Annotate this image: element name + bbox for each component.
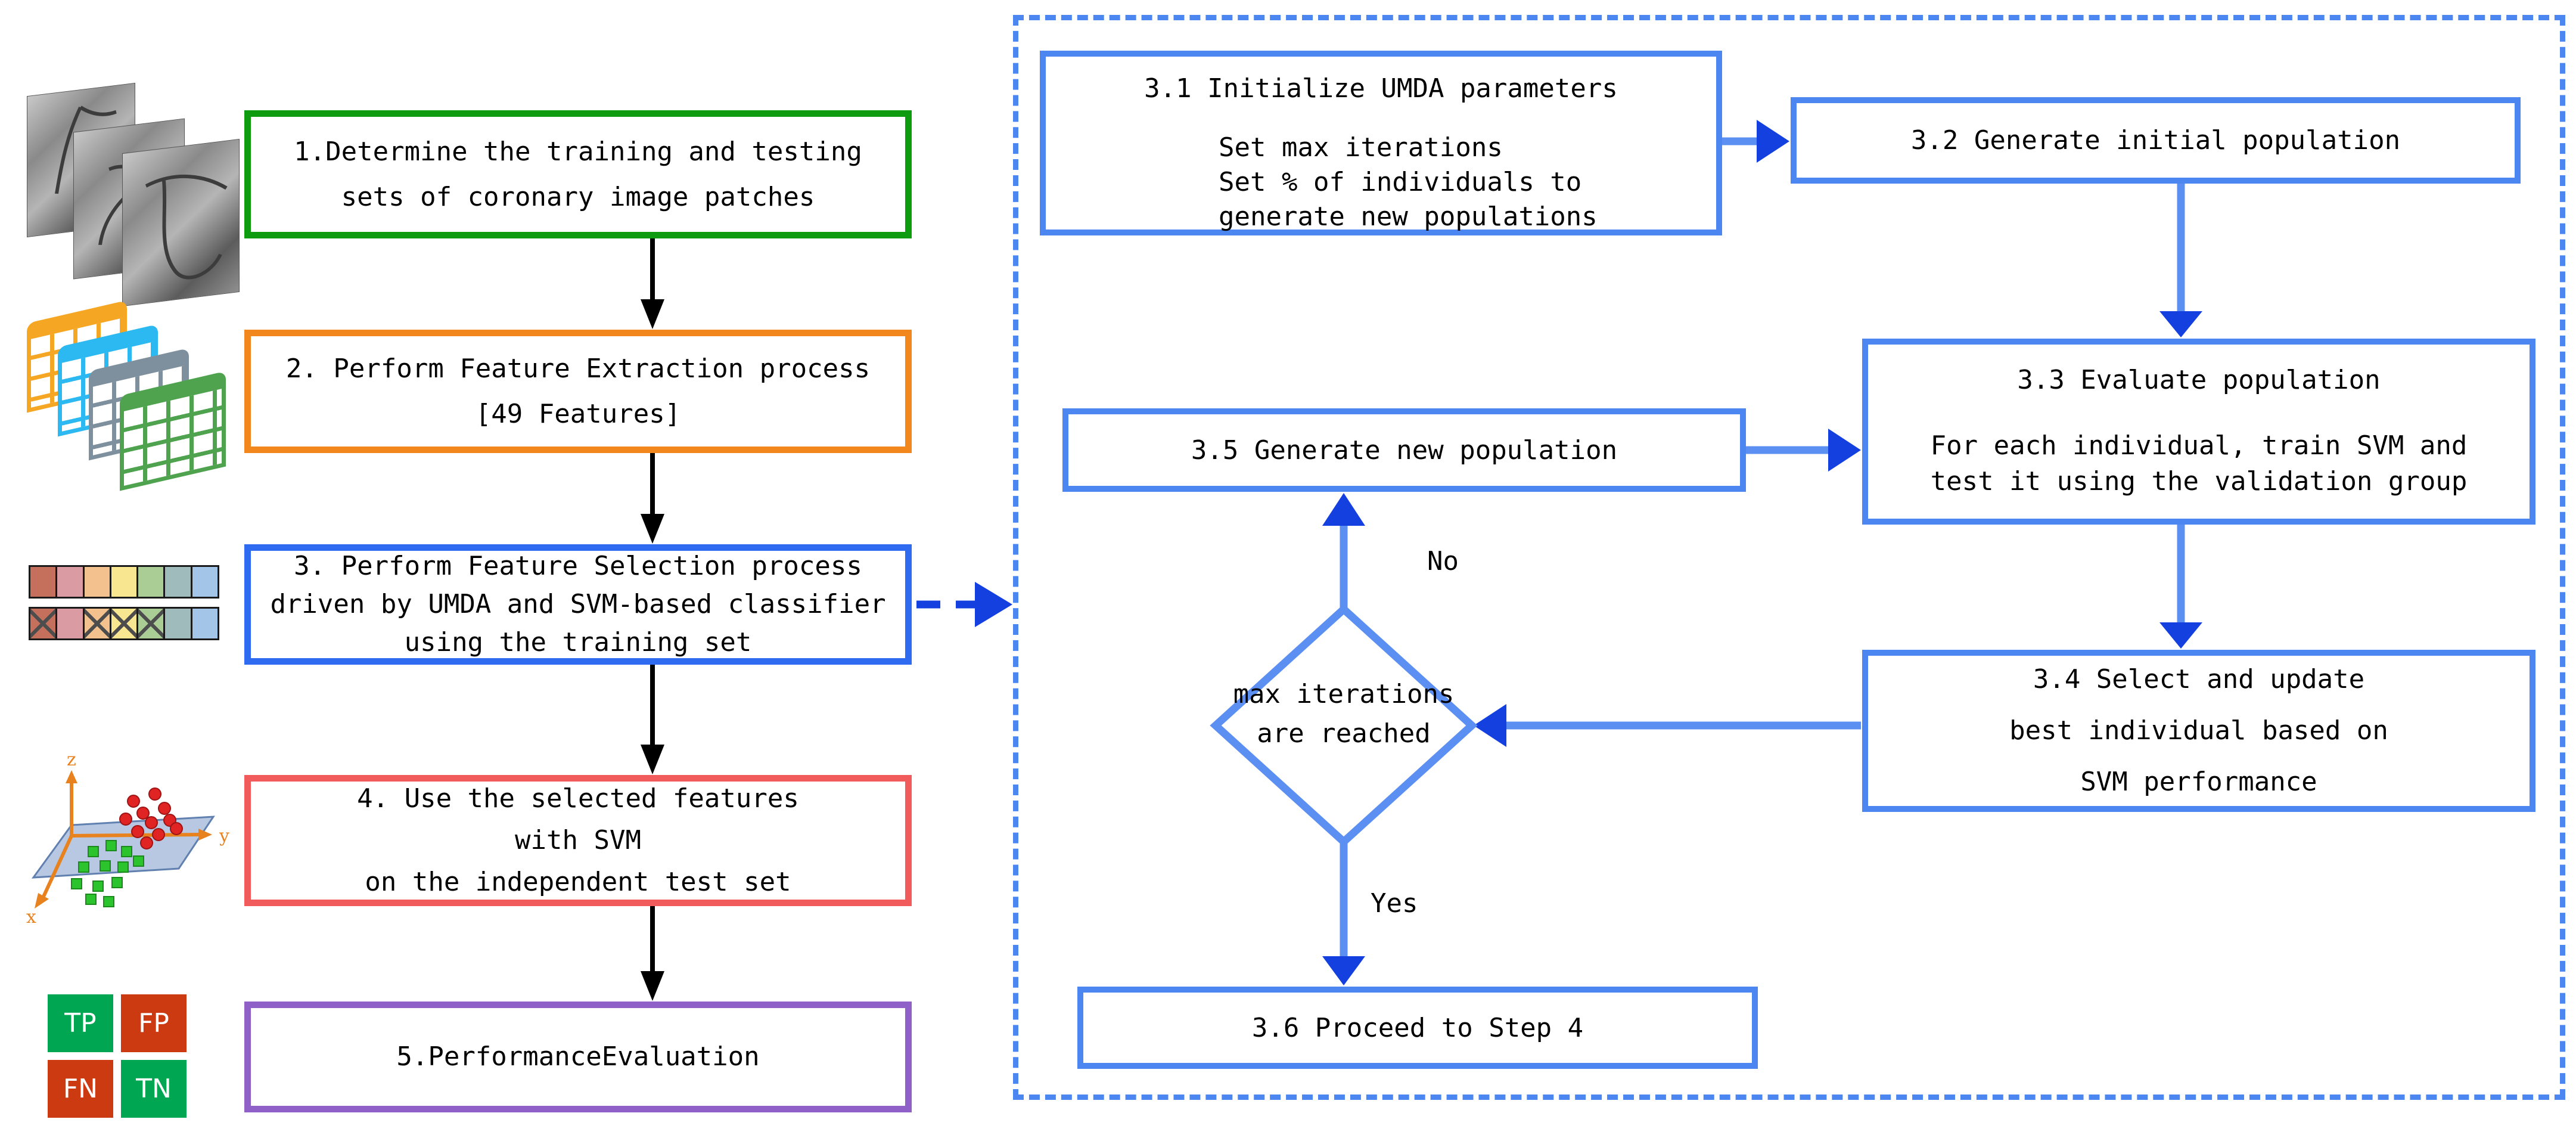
umda-box-3-3-line: For each individual, train SVM and	[1930, 430, 2468, 461]
tn-cell: TN	[121, 1060, 187, 1118]
axis-x-label: x	[26, 907, 36, 928]
umda-connectors	[1340, 137, 2185, 956]
class-negative-points	[71, 840, 144, 907]
fp-label: FP	[138, 1008, 169, 1038]
svm-scatter-icon: z y x	[26, 749, 229, 928]
fn-cell: FN	[48, 1060, 113, 1118]
umda-box-3-4-line: SVM performance	[2080, 767, 2317, 797]
umda-arrowheads	[1322, 120, 2202, 985]
step1-line: 1.Determine the training and testing	[294, 136, 862, 167]
umda-box-3-1-line: Set max iterations	[1219, 132, 1503, 163]
dashed-arrow-step3-to-umda	[916, 582, 1012, 627]
step4-line: on the independent test set	[365, 867, 791, 897]
fp-cell: FP	[121, 994, 187, 1052]
axis-y-label: y	[219, 826, 229, 847]
umda-box-3-1-title: 3.1 Initialize UMDA parameters	[1144, 73, 1618, 104]
confusion-matrix-icon: TP FP FN TN	[48, 994, 187, 1118]
class-positive-points	[119, 787, 183, 849]
step2-line: [49 Features]	[475, 398, 681, 429]
umda-box-3-4-line: best individual based on	[2009, 715, 2388, 746]
step3-line: 3. Perform Feature Selection process	[294, 551, 862, 581]
umda-box-3-3-title: 3.3 Evaluate population	[2017, 365, 2381, 395]
step4-line: with SVM	[515, 825, 641, 855]
step2-box: 2. Perform Feature Extraction process [4…	[244, 330, 912, 453]
coronary-patches-icon	[27, 66, 241, 307]
umda-box-3-4-line: 3.4 Select and update	[2033, 664, 2365, 694]
umda-box-3-3-line: test it using the validation group	[1930, 466, 2468, 497]
umda-box-3-2-title: 3.2 Generate initial population	[1910, 125, 2401, 156]
fn-label: FN	[63, 1074, 98, 1104]
feature-strip-selected	[29, 607, 219, 640]
decision-diamond-label: max iterations are reached	[1219, 675, 1469, 754]
step3-box: 3. Perform Feature Selection process dri…	[244, 544, 912, 665]
decision-diamond	[1210, 604, 1478, 847]
umda-box-3-1: 3.1 Initialize UMDA parameters Set max i…	[1040, 51, 1722, 235]
decision-line: are reached	[1257, 718, 1431, 749]
branch-no-label: No	[1427, 546, 1459, 576]
feature-tables-icon	[27, 300, 229, 491]
step2-line: 2. Perform Feature Extraction process	[285, 353, 871, 384]
decision-line: max iterations	[1233, 679, 1455, 709]
tn-label: TN	[136, 1074, 172, 1104]
step4-box: 4. Use the selected features with SVM on…	[244, 775, 912, 906]
umda-box-3-1-line: generate new populations	[1219, 201, 1598, 232]
umda-box-3-3: 3.3 Evaluate population For each individ…	[1862, 339, 2535, 525]
umda-box-3-5-title: 3.5 Generate new population	[1191, 435, 1618, 466]
umda-box-3-5: 3.5 Generate new population	[1062, 408, 1746, 492]
black-flow-arrows	[641, 238, 664, 1001]
branch-yes-label: Yes	[1371, 888, 1418, 919]
step4-line: 4. Use the selected features	[357, 783, 799, 814]
tp-cell: TP	[48, 994, 113, 1052]
umda-box-3-1-line: Set % of individuals to	[1219, 167, 1582, 197]
umda-box-3-6-title: 3.6 Proceed to Step 4	[1251, 1012, 1584, 1043]
step1-line: sets of coronary image patches	[341, 181, 815, 212]
feature-strips-icon	[29, 565, 219, 643]
umda-box-3-6: 3.6 Proceed to Step 4	[1077, 987, 1758, 1069]
axis-z-label: z	[67, 749, 76, 770]
umda-panel-frame	[1013, 15, 2565, 1100]
step5-line: 5.PerformanceEvaluation	[396, 1041, 760, 1072]
step5-box: 5.PerformanceEvaluation	[244, 1002, 912, 1112]
step3-line: using the training set	[404, 627, 752, 658]
tp-label: TP	[64, 1008, 97, 1038]
step3-line: driven by UMDA and SVM-based classifier	[270, 589, 886, 619]
umda-box-3-4: 3.4 Select and update best individual ba…	[1862, 650, 2535, 812]
step1-box: 1.Determine the training and testing set…	[244, 110, 912, 238]
feature-strip-all	[29, 565, 219, 599]
umda-box-3-2: 3.2 Generate initial population	[1791, 97, 2521, 184]
